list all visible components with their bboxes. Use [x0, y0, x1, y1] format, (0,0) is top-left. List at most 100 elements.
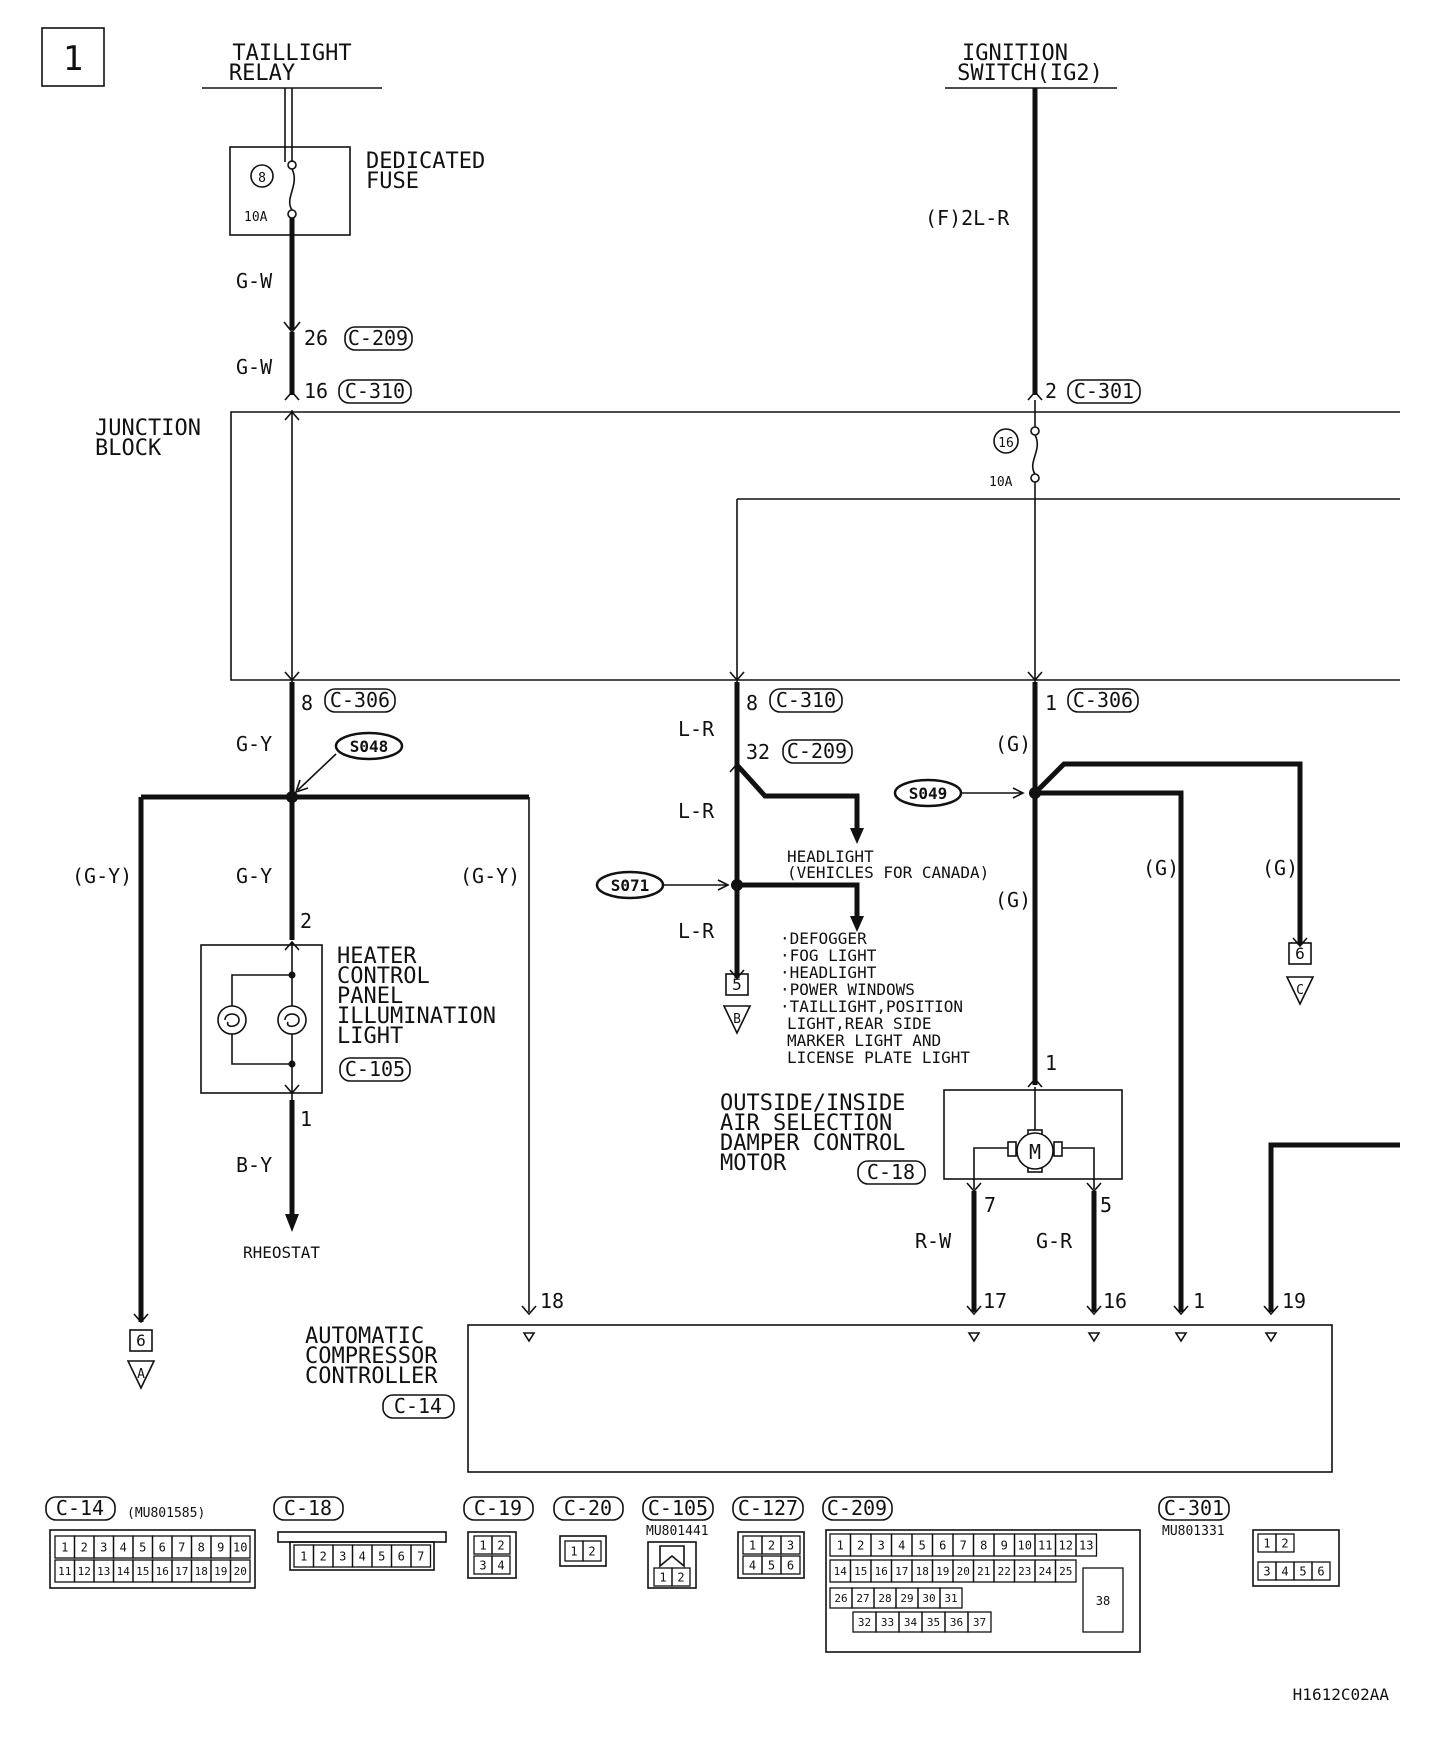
c209-pin-label: 38: [1096, 1594, 1110, 1608]
fuse-terminal-top: [287, 160, 297, 170]
c209-pin-cell: [967, 1611, 992, 1633]
g-wire-to-c: [1033, 761, 1303, 945]
pin-8-c306: 8: [301, 691, 313, 715]
c105-view-tag: [642, 1496, 714, 1521]
rheostat-label: RHEOSTAT: [243, 1243, 320, 1262]
pin-16: 16: [304, 379, 328, 403]
wire-label-g-4: (G): [1262, 856, 1298, 880]
c19-view-label: C-19: [474, 1496, 522, 1520]
c127-pin-label: 6: [787, 1558, 794, 1572]
c209-pin-label: 12: [1059, 1538, 1073, 1552]
heater-node-bottom: [288, 1060, 296, 1068]
c209-pin-cell: [1054, 1559, 1077, 1583]
taillight-relay-label-2: RELAY: [229, 61, 295, 86]
loads-item-1: ·DEFOGGER: [780, 929, 867, 948]
motor-symbol: M: [1029, 1140, 1041, 1164]
wire-label-g-y-2: G-Y: [236, 864, 272, 888]
connector-tag-c306-a: [324, 688, 396, 713]
motor-lead-left: [973, 1147, 1008, 1189]
splice-s071: S071: [611, 876, 650, 895]
c18-pin-label: 2: [320, 1549, 327, 1563]
c209-pin-label: 2: [857, 1538, 864, 1552]
offpage-a-mark: [133, 1313, 149, 1324]
pin-2-c105: 2: [300, 909, 312, 933]
wire-label-g-y-left: (G-Y): [72, 864, 132, 888]
c209-pin-label: 30: [922, 1592, 935, 1605]
offpage-c-page: 6: [1295, 944, 1305, 963]
pin-17: 17: [983, 1289, 1007, 1313]
offpage-a-letter: A: [137, 1367, 145, 1382]
c14-pin-label: 20: [234, 1565, 247, 1578]
bulb-filament-icon-2: [284, 1013, 300, 1028]
pin-26: 26: [304, 326, 328, 350]
c209-pin-label: 1: [837, 1538, 844, 1552]
c14-pin-label: 4: [120, 1540, 127, 1554]
c209-pin-label: 34: [904, 1616, 918, 1629]
pin-18-terminal-icon: [522, 1332, 536, 1343]
wire-label-g-y-right: (G-Y): [460, 864, 520, 888]
s049-arrowhead: [1012, 787, 1025, 799]
c19-pin-label: 2: [497, 1538, 504, 1552]
compressor-label-1: AUTOMATIC: [305, 1324, 424, 1349]
compressor-label-2: COMPRESSOR: [305, 1344, 438, 1369]
c209-pin-label: 8: [980, 1538, 987, 1552]
c127-pin-label: 1: [749, 1538, 756, 1552]
offpage-c-triangle-icon: [1285, 976, 1315, 1006]
loads-item-2: ·FOG LIGHT: [780, 946, 877, 965]
c14-pin-cell: [229, 1559, 251, 1583]
headlight-canada-label-1: HEADLIGHT: [787, 847, 874, 866]
connector-c306-a: C-306: [330, 688, 390, 712]
connector-tag-c209-b: [782, 739, 853, 764]
motor-box: [943, 1089, 1123, 1180]
c19-pin-label: 3: [479, 1558, 486, 1572]
c209-pin-label: 31: [944, 1592, 957, 1605]
c14-pin-label: 17: [175, 1565, 188, 1578]
c14-pin-label: 10: [233, 1540, 247, 1554]
c209-pin-label: 27: [856, 1592, 869, 1605]
junction-block-label-2: BLOCK: [95, 436, 162, 461]
wire-label-b-y: B-Y: [236, 1153, 272, 1177]
pin-18: 18: [540, 1289, 564, 1313]
jb-exit-mark-right: [1027, 671, 1043, 682]
connector-c301: C-301: [1074, 379, 1134, 403]
c14-pin-label: 2: [81, 1540, 88, 1554]
c18-pin-label: 7: [417, 1549, 424, 1563]
offpage-b-letter: B: [733, 1012, 741, 1027]
c209-pin-label: 18: [916, 1565, 929, 1578]
c14-view-label: C-14: [56, 1496, 104, 1520]
c18-pin-cell: [410, 1544, 432, 1568]
c18-pin-label: 4: [359, 1549, 366, 1563]
bulb-filament-icon-1: [224, 1013, 240, 1028]
heater-panel-label-1: HEATER: [337, 944, 417, 969]
c209-pin-label: 17: [895, 1565, 908, 1578]
c209-pin-label: 4: [898, 1538, 905, 1552]
compressor-controller-box: [467, 1324, 1333, 1473]
wire-label-g-r: G-R: [1036, 1229, 1073, 1253]
connector-c310-a: C-310: [345, 379, 405, 403]
c14-pin-label: 1: [61, 1540, 68, 1554]
c19-view-housing: [467, 1531, 517, 1579]
c18-pin-label: 6: [398, 1549, 405, 1563]
bulb-icon-1: [217, 1005, 247, 1035]
c127-pin-cell: [780, 1555, 801, 1575]
jb-exit-mark-left: [284, 671, 300, 682]
ignition-switch-label-2: SWITCH(IG2): [957, 61, 1103, 86]
c19-pin-label: 1: [479, 1538, 486, 1552]
splice-s048: S048: [350, 737, 389, 756]
connector-tag-c306-b: [1067, 688, 1139, 713]
motor-lead-right: [1062, 1147, 1095, 1189]
motor-label-3: DAMPER CONTROL: [720, 1131, 905, 1156]
c301-pin-cell: [1311, 1561, 1331, 1581]
c209-pin-label: 28: [878, 1592, 891, 1605]
c105-pin-label: 2: [677, 1570, 684, 1584]
c127-pin-label: 3: [787, 1538, 794, 1552]
jb-fuse-number-circle: [993, 428, 1019, 454]
motor-icon: [1016, 1132, 1054, 1170]
jb-fuse-number: 16: [998, 436, 1014, 451]
c209-pin-label: 9: [1001, 1538, 1008, 1552]
heater-panel-label-3: PANEL: [337, 984, 403, 1009]
